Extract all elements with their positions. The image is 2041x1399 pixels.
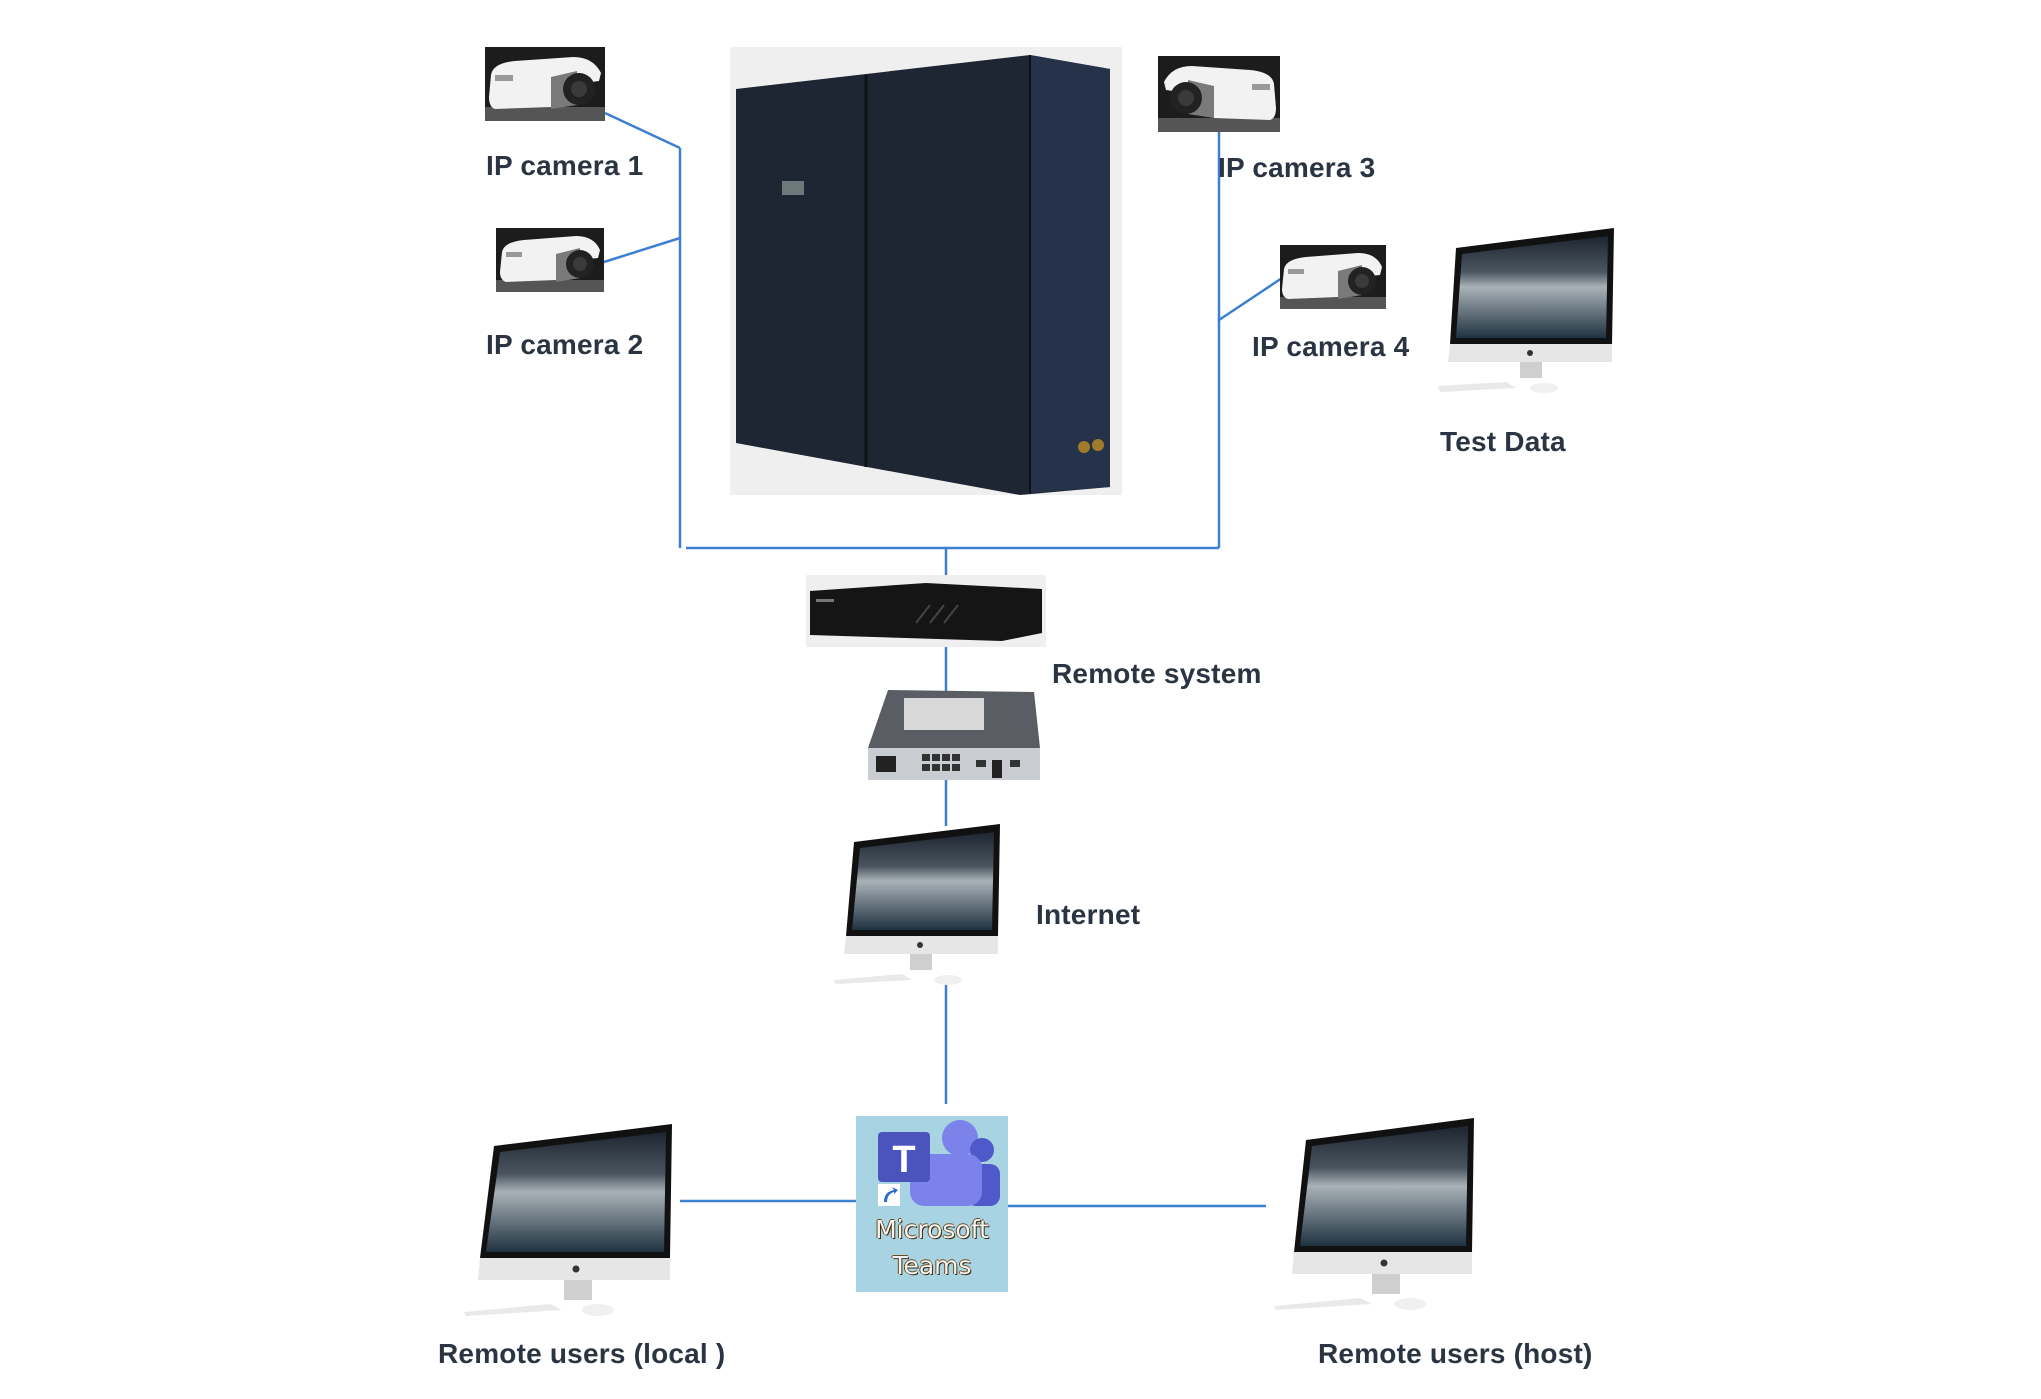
network-switch-icon <box>868 690 1040 780</box>
ip-camera-icon <box>496 228 604 292</box>
network-video-recorder-icon <box>806 575 1046 647</box>
remote-users-local-computer <box>458 1120 678 1320</box>
air-conditioning-cabinet <box>730 47 1122 495</box>
desktop-computer-icon <box>464 1124 672 1316</box>
teams-label-line1: Microsoft <box>875 1215 989 1244</box>
remote-system-recorder <box>806 575 1046 647</box>
ip-camera-3 <box>1158 56 1280 132</box>
ip-camera-2 <box>496 228 604 292</box>
remote-users-host-computer <box>1266 1114 1486 1314</box>
label-ip-camera-3: IP camera 3 <box>1218 152 1376 183</box>
svg-text:T: T <box>892 1139 915 1181</box>
ip-camera-icon <box>485 47 605 121</box>
label-ip-camera-4: IP camera 4 <box>1252 331 1410 362</box>
label-internet: Internet <box>1036 899 1141 930</box>
label-test-data: Test Data <box>1440 426 1566 457</box>
desktop-computer-icon <box>1274 1118 1474 1310</box>
desktop-computer-icon <box>834 824 1000 985</box>
internet-computer <box>826 820 1006 990</box>
link-camera4 <box>1218 276 1283 322</box>
ip-camera-1 <box>485 47 605 121</box>
microsoft-teams-icon: T <box>878 1120 1000 1206</box>
desktop-computer-icon <box>1438 228 1614 393</box>
microsoft-teams-shortcut[interactable]: T Microsoft Teams <box>856 1116 1008 1292</box>
teams-label-line2: Teams <box>892 1251 972 1280</box>
network-switch <box>864 688 1044 788</box>
test-data-computer <box>1436 226 1616 398</box>
link-camera2 <box>603 236 681 264</box>
label-remote-users-host: Remote users (host) <box>1318 1338 1593 1369</box>
cabinet-icon <box>730 47 1122 495</box>
ip-camera-icon <box>1158 56 1280 132</box>
ip-camera-4 <box>1280 245 1386 309</box>
link-camera1 <box>604 111 681 150</box>
label-remote-users-local: Remote users (local ) <box>438 1338 726 1369</box>
label-ip-camera-1: IP camera 1 <box>486 150 644 181</box>
label-ip-camera-2: IP camera 2 <box>486 329 644 360</box>
ip-camera-icon <box>1280 245 1386 309</box>
label-remote-system: Remote system <box>1052 658 1262 689</box>
